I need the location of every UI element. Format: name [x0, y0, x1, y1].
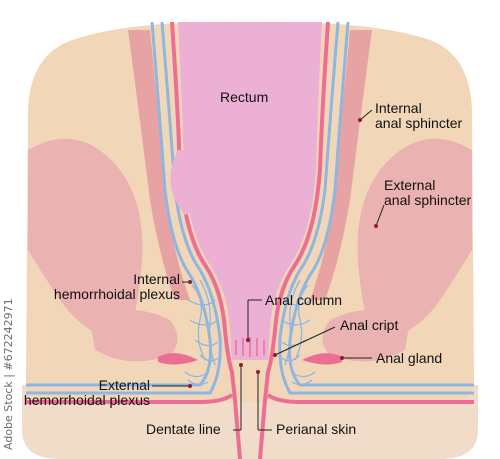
internal-plexus-left	[187, 279, 219, 366]
label-internal-anal-sphincter: Internal anal sphincter	[375, 100, 463, 131]
label-anal-cript: Anal cript	[340, 317, 399, 333]
leader-dots	[188, 118, 378, 388]
mucosa-outline-right	[258, 21, 330, 459]
label-external-hemorrhoidal-plexus: External hemorrhoidal plexus	[23, 377, 150, 408]
mucosa-outline-left	[170, 21, 242, 459]
leader-lines	[152, 109, 385, 431]
external-sphincter-left-lower	[90, 310, 178, 362]
label-perianal-skin: Perianal skin	[276, 421, 357, 437]
mucosa-base-right	[266, 393, 474, 404]
rectum-bulge	[170, 150, 195, 215]
vessel-line-right-outer	[288, 21, 474, 387]
label-rectum: Rectum	[220, 89, 269, 105]
external-sphincter-left	[28, 138, 143, 345]
vessel-line-left-inner	[26, 21, 222, 395]
external-plexus-left	[184, 371, 209, 386]
rectum-lumen	[178, 22, 322, 360]
label-anal-gland: Anal gland	[376, 350, 443, 366]
anal-gland-left	[158, 353, 198, 365]
anal-columns	[235, 337, 265, 357]
label-external-anal-sphincter: External anal sphincter	[384, 177, 472, 208]
label-anal-column: Anal column	[265, 292, 343, 308]
label-dentate-line: Dentate line	[146, 421, 221, 437]
label-internal-hemorrhoidal-plexus: Internal hemorrhoidal plexus	[53, 271, 180, 302]
external-sphincter-right	[357, 138, 472, 345]
stock-watermark: Adobe Stock | #672242971	[2, 298, 15, 450]
anal-gland-right	[302, 353, 342, 365]
internal-sphincter-right	[310, 30, 372, 300]
external-plexus-right	[291, 371, 316, 386]
mucosa-base-left	[26, 393, 234, 404]
vessel-line-left-outer	[26, 21, 212, 387]
internal-plexus-right	[281, 279, 313, 366]
external-sphincter-right-lower	[322, 310, 410, 362]
internal-sphincter-left	[128, 30, 190, 300]
